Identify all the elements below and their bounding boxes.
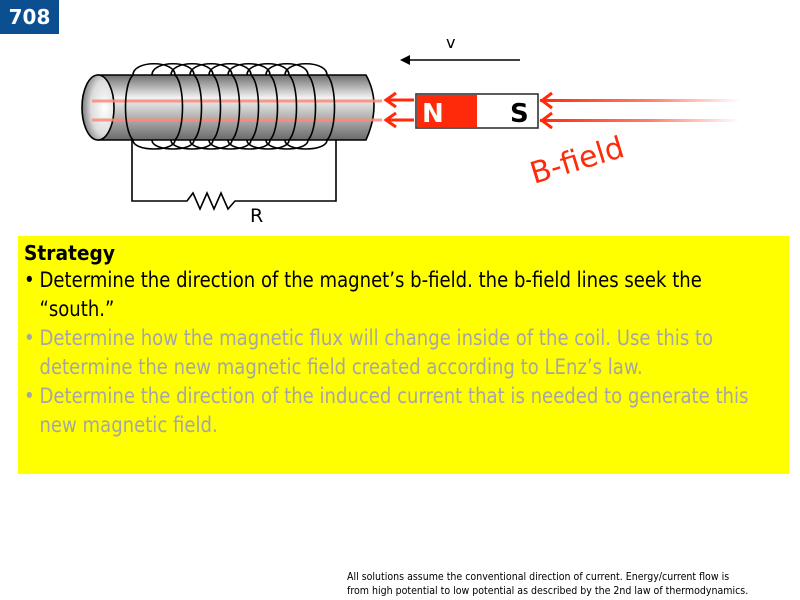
strategy-title: Strategy bbox=[24, 241, 115, 265]
bullet-text: Determine how the magnetic flux will cha… bbox=[39, 326, 714, 379]
velocity-label: v bbox=[446, 33, 455, 52]
bullet-icon: • bbox=[24, 384, 35, 408]
strategy-box: Strategy • Determine the direction of th… bbox=[18, 236, 789, 474]
b-field-label: B-field bbox=[526, 130, 628, 192]
bar-magnet: N S bbox=[415, 93, 539, 129]
strategy-bullet-1: • Determine the direction of the magnet’… bbox=[24, 266, 781, 324]
footnote-line-1: All solutions assume the conventional di… bbox=[347, 571, 730, 583]
field-arrows-left bbox=[383, 91, 414, 129]
north-pole-label: N bbox=[422, 99, 444, 129]
footnote: All solutions assume the conventional di… bbox=[347, 570, 752, 598]
velocity-arrow bbox=[400, 55, 520, 65]
resistor-label: R bbox=[250, 205, 263, 227]
field-arrows-right bbox=[539, 91, 740, 130]
solenoid-magnet-diagram: R v N S B-field bbox=[81, 33, 740, 227]
circuit-wire bbox=[131, 140, 337, 211]
coil-front bbox=[124, 74, 336, 150]
bullet-text: Determine the direction of the induced c… bbox=[39, 384, 749, 437]
bullet-icon: • bbox=[24, 268, 35, 292]
south-pole-label: S bbox=[510, 99, 529, 129]
iron-core-cylinder bbox=[81, 74, 375, 141]
strategy-bullet-3: • Determine the direction of the induced… bbox=[24, 382, 781, 440]
slide-number-badge: 708 bbox=[0, 0, 59, 34]
strategy-bullet-2: • Determine how the magnetic flux will c… bbox=[24, 324, 781, 382]
coil-back bbox=[132, 63, 328, 76]
footnote-line-2: from high potential to low potential as … bbox=[347, 585, 749, 597]
bullet-text: Determine the direction of the magnet’s … bbox=[39, 268, 702, 321]
bullet-icon: • bbox=[24, 326, 35, 350]
